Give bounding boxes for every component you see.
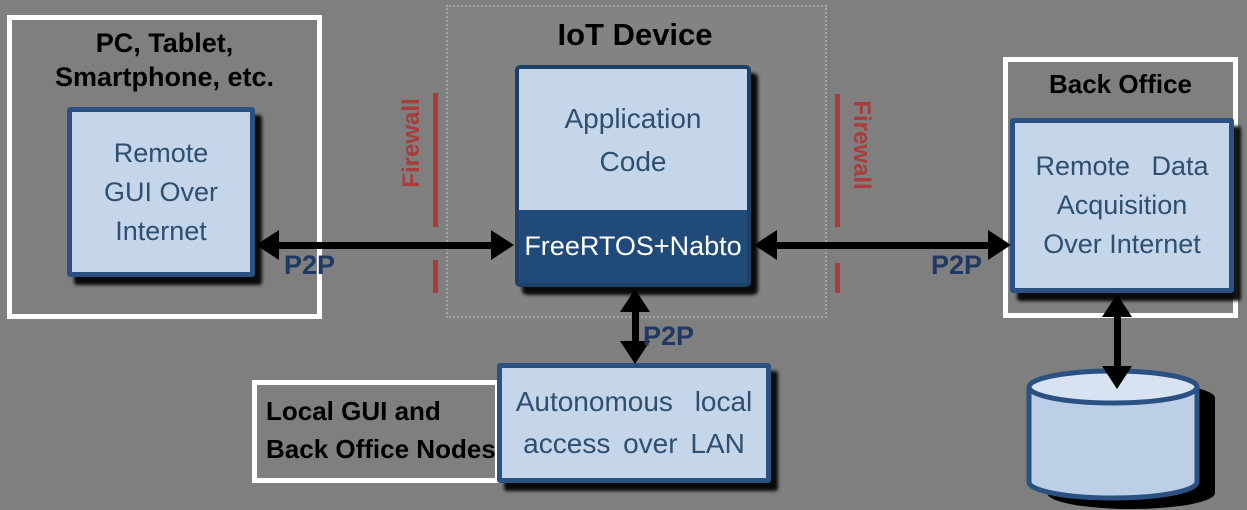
- database-link-arrow: [1102, 294, 1132, 389]
- p2p-arrow-right: [754, 230, 1011, 260]
- arrowhead-north-icon: [1102, 294, 1132, 317]
- remote-gui-line2: GUI Over: [103, 176, 218, 207]
- application-code-section: Application Code: [519, 69, 747, 210]
- remote-data-line2: Acquisition: [1056, 190, 1188, 220]
- local-label-line2: Back Office Nodes: [266, 434, 496, 464]
- local-label-line1: Local GUI and: [266, 396, 441, 426]
- firewall-right-line-upper: [835, 94, 840, 227]
- remote-data-node: Remote Data Acquisition Over Internet: [1010, 118, 1234, 293]
- arrow-shaft: [777, 241, 988, 249]
- remote-gui-node: Remote GUI Over Internet: [67, 107, 255, 277]
- application-code-line2: Code: [599, 145, 667, 177]
- client-title-line2: Smartphone, etc.: [54, 62, 275, 92]
- firewall-left-line-lower: [433, 260, 438, 293]
- p2p-label-right: P2P: [931, 250, 983, 280]
- remote-data-line3: Over Internet: [1043, 229, 1201, 259]
- remote-data-line1: Remote Data: [1035, 151, 1209, 181]
- firewall-right-label: Firewall: [848, 100, 875, 190]
- firewall-left-line-upper: [433, 93, 438, 227]
- arrowhead-east-icon: [491, 230, 514, 260]
- lan-access-line2: access over LAN: [523, 428, 745, 459]
- arrowhead-south-icon: [620, 341, 650, 364]
- p2p-arrow-lan: [620, 289, 650, 364]
- p2p-label-lan: P2P: [643, 321, 695, 351]
- iot-device-title: IoT Device: [557, 17, 713, 52]
- arrowhead-south-icon: [1102, 366, 1132, 389]
- iot-device-node: Application Code FreeRTOS+Nabto: [515, 65, 751, 287]
- arrowhead-west-icon: [256, 230, 279, 260]
- arrowhead-east-icon: [988, 230, 1011, 260]
- arrowhead-west-icon: [754, 230, 777, 260]
- remote-gui-line1: Remote: [113, 137, 209, 168]
- application-code-line1: Application: [564, 102, 702, 134]
- p2p-arrow-left: [256, 230, 514, 260]
- p2p-label-left: P2P: [284, 250, 336, 280]
- arrow-shaft: [1113, 317, 1121, 366]
- freertos-nabto-section: FreeRTOS+Nabto: [519, 210, 747, 283]
- client-group-box: [7, 15, 322, 319]
- lan-access-line1: Autonomous local: [515, 386, 753, 417]
- firewall-left-label: Firewall: [398, 98, 425, 188]
- lan-access-node: Autonomous local access over LAN: [497, 363, 771, 483]
- client-title-line1: PC, Tablet,: [95, 28, 234, 58]
- remote-gui-line3: Internet: [115, 215, 207, 246]
- local-nodes-label: Local GUI and Back Office Nodes: [266, 392, 496, 468]
- back-office-title: Back Office: [1048, 69, 1193, 99]
- arrow-shaft: [631, 312, 639, 341]
- client-group-title: PC, Tablet, Smartphone, etc.: [7, 26, 322, 94]
- arrow-shaft: [279, 241, 491, 249]
- freertos-nabto-label: FreeRTOS+Nabto: [524, 231, 742, 261]
- firewall-right-line-lower: [835, 263, 840, 293]
- arrowhead-north-icon: [620, 289, 650, 312]
